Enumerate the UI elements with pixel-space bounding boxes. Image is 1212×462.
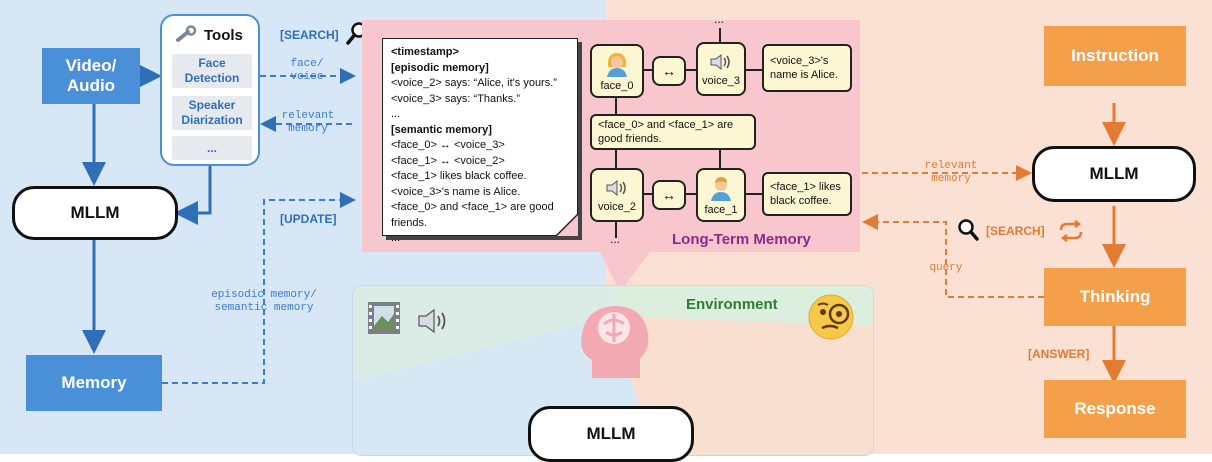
note-line: <face_0> ↔ <voice_3> — [391, 139, 505, 151]
mllm-control-box: MLLM — [1032, 146, 1196, 202]
note-line: <voice_3>'s name is Alice. — [391, 185, 521, 198]
note-line: <face_0> and <face_1> are good — [391, 201, 554, 213]
repeat-icon — [1058, 220, 1084, 247]
instruction-box: Instruction — [1044, 26, 1186, 86]
note-folded-corner — [555, 213, 579, 237]
response-box: Response — [1044, 380, 1186, 438]
wrench-icon — [176, 25, 198, 49]
relevant-memory-label-right: relevant memory — [924, 160, 978, 185]
note-line: <face_1> likes black coffee. — [391, 170, 527, 182]
arrow-memory-update — [162, 192, 356, 384]
brain-head-icon — [574, 298, 656, 385]
note-timestamp: <timestamp> — [391, 46, 459, 58]
face-0-label: face_0 — [600, 79, 634, 92]
search-tag-right: [SEARCH] — [986, 224, 1045, 238]
tool-more: ... — [172, 136, 252, 160]
node-face-1: face_1 — [696, 168, 746, 222]
tool-speaker-diarization: Speaker Diarization — [172, 96, 252, 130]
thinking-face-icon — [806, 292, 856, 347]
node-voice-3: voice_3 — [696, 42, 746, 96]
note-semantic-header: [semantic memory] — [391, 123, 492, 136]
mllm-memorize-box: MLLM — [12, 186, 178, 240]
arrow-tools-to-mllm — [174, 166, 212, 225]
graph-dots-bottom: ... — [610, 232, 621, 246]
face-1-label: face_1 — [704, 203, 738, 216]
face-voice-label: face/ voice — [290, 58, 324, 83]
voice-2-label: voice_2 — [598, 200, 636, 213]
search-tag-left: [SEARCH] — [280, 28, 339, 42]
link-voice2-face1: ↔ — [652, 180, 686, 210]
mllm-environment-box: MLLM — [528, 406, 694, 462]
note-line: <voice_2> says: “Alice, it's yours.” — [391, 77, 557, 89]
note-line: friends. — [391, 216, 428, 229]
search-icon — [956, 218, 980, 247]
male-face-icon — [709, 175, 733, 204]
tools-title: Tools — [204, 27, 243, 44]
speaker-icon — [416, 306, 452, 341]
tools-panel: Tools Face Detection Speaker Diarization… — [160, 14, 260, 166]
video-audio-box: Video/ Audio — [42, 48, 140, 104]
speaker-icon — [709, 52, 733, 75]
note-line: <face_1> ↔ <voice_2> — [391, 154, 505, 167]
node-voice-2: voice_2 — [590, 168, 644, 222]
link-face0-voice3: ↔ — [652, 56, 686, 86]
node-face-0: face_0 — [590, 44, 644, 98]
fact-alice-name: <voice_3>'s name is Alice. — [762, 44, 852, 92]
speaker-icon — [605, 178, 629, 201]
note-line: <voice_3> says: “Thanks.” — [391, 92, 521, 105]
note-line: ... — [391, 232, 401, 244]
film-icon — [366, 300, 402, 341]
answer-tag: [ANSWER] — [1028, 347, 1090, 361]
memory-bubble-tail — [600, 252, 650, 292]
relevant-memory-label-left: relevant memory — [281, 110, 335, 135]
thinking-box: Thinking — [1044, 268, 1186, 326]
memory-note: <timestamp> [episodic memory] <voice_2> … — [382, 38, 578, 244]
episodic-semantic-label: episodic memory/ semantic memory — [211, 289, 317, 314]
arrow-query-to-memory — [862, 214, 1044, 298]
update-tag: [UPDATE] — [280, 212, 337, 226]
fact-good-friends: <face_0> and <face_1> are good friends. — [590, 114, 756, 150]
fact-likes-coffee: <face_1> likes black coffee. — [762, 172, 852, 216]
memory-box: Memory — [26, 355, 162, 411]
graph-dots-top: ... — [714, 12, 725, 26]
voice-3-label: voice_3 — [702, 74, 740, 87]
query-label: query — [929, 262, 963, 274]
note-line: ... — [391, 108, 401, 120]
environment-label: Environment — [686, 296, 778, 313]
note-episodic-header: [episodic memory] — [391, 61, 489, 74]
long-term-memory-label: Long-Term Memory — [672, 231, 811, 248]
tool-face-detection: Face Detection — [172, 54, 252, 88]
female-face-icon — [605, 51, 629, 80]
